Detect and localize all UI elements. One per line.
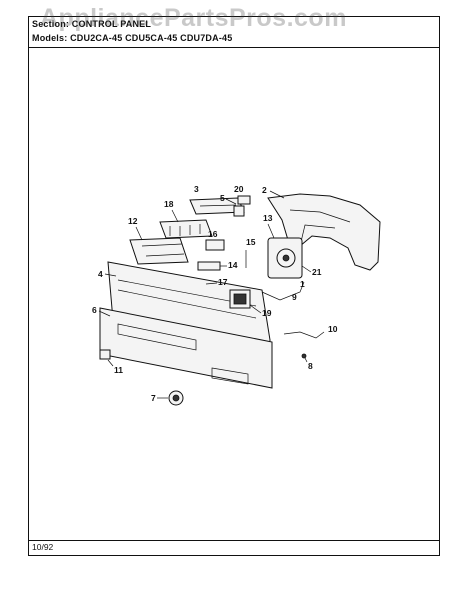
part-21-timer	[267, 237, 303, 279]
part-14-plate	[197, 261, 221, 271]
callout-9: 9	[292, 292, 297, 302]
callout-8: 8	[308, 361, 313, 371]
callout-17: 17	[218, 277, 228, 287]
callout-4: 4	[98, 269, 103, 279]
callout-10: 10	[328, 324, 338, 334]
callout-15: 15	[246, 237, 256, 247]
callout-16: 16	[208, 229, 218, 239]
revision-date: 10/92	[32, 542, 54, 552]
part-7-knob	[168, 390, 184, 406]
part-12-switch-housing	[129, 237, 189, 265]
part-10-wire	[283, 331, 325, 339]
callout-labels: 1 2 3 4 5 6 7 8 9 10 11 12 13 14 15 16 1…	[92, 184, 338, 403]
callout-12: 12	[128, 216, 138, 226]
callout-13: 13	[263, 213, 273, 223]
section-title: Section: CONTROL PANEL	[32, 19, 152, 29]
model-list: Models: CDU2CA-45 CDU5CA-45 CDU7DA-45	[32, 33, 233, 43]
callout-3: 3	[194, 184, 199, 194]
part-8-screw	[301, 353, 307, 359]
callout-19: 19	[262, 308, 272, 318]
sheet-footer: 10/92	[29, 540, 439, 555]
part-18-switch-bank	[159, 219, 213, 239]
parts-sheet: Section: CONTROL PANEL Models: CDU2CA-45…	[28, 16, 440, 556]
callout-20: 20	[234, 184, 244, 194]
part-5-switch	[233, 205, 245, 217]
part-6-front-panel	[99, 307, 273, 389]
sheet-header: Section: CONTROL PANEL Models: CDU2CA-45…	[29, 17, 439, 48]
callout-14: 14	[228, 260, 238, 270]
callout-21: 21	[312, 267, 322, 277]
watermark: AppliancePartsPros.com	[40, 4, 347, 32]
part-11-cap	[99, 349, 111, 360]
callout-6: 6	[92, 305, 97, 315]
callout-18: 18	[164, 199, 174, 209]
callout-11: 11	[114, 365, 123, 375]
callout-1: 1	[300, 279, 305, 289]
callout-2: 2	[262, 185, 267, 195]
part-20-clip	[237, 195, 251, 205]
part-1-harness	[261, 281, 305, 301]
part-19-relay	[229, 289, 251, 309]
callout-7: 7	[151, 393, 156, 403]
part-16-switch	[205, 239, 225, 251]
callout-5: 5	[220, 193, 225, 203]
